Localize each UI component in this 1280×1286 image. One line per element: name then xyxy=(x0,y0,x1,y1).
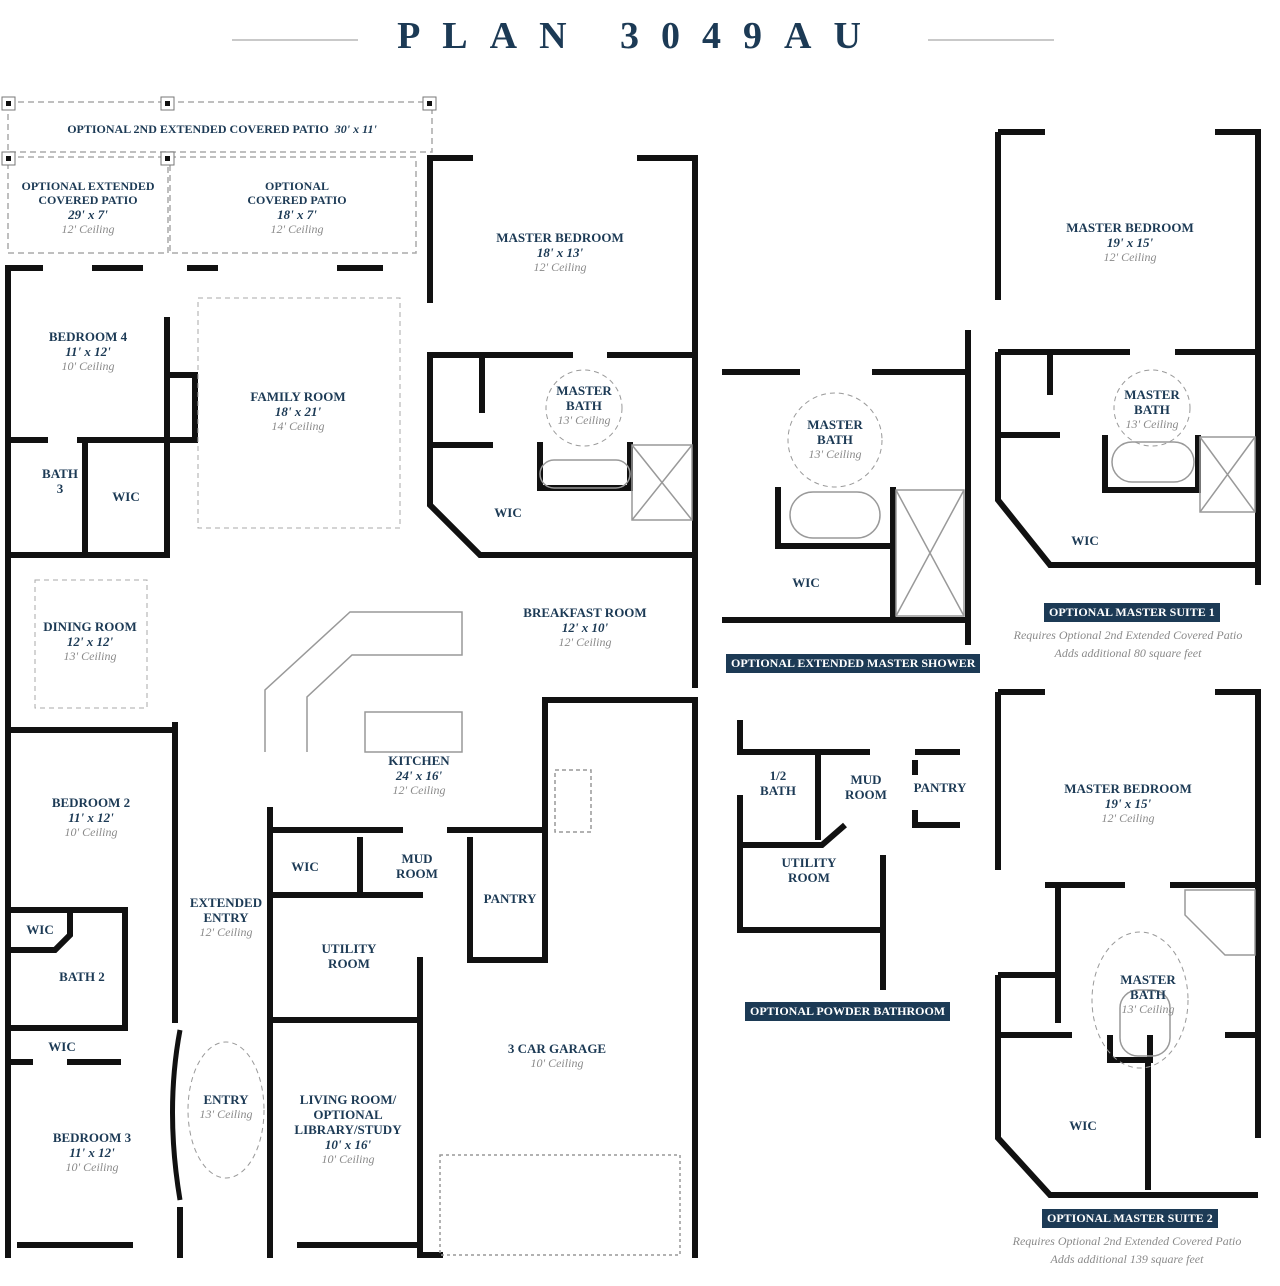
powder-pantry: PANTRY xyxy=(913,780,967,795)
powder-walls xyxy=(737,720,960,990)
title-rule-right xyxy=(928,39,1054,41)
suite1-wic: WIC xyxy=(1071,533,1099,548)
patio-outlines xyxy=(7,101,433,254)
room-master-wic: WIC xyxy=(494,505,522,520)
suite1-walls xyxy=(995,129,1261,585)
ext-shower-walls xyxy=(722,330,971,645)
room-entry-wic: WIC xyxy=(291,859,319,874)
room-pantry: PANTRY xyxy=(483,891,537,906)
title-rule-left xyxy=(232,39,358,41)
suite1-note: Requires Optional 2nd Extended Covered P… xyxy=(1013,628,1243,660)
patio-2nd-extended-label: OPTIONAL 2ND EXTENDED COVERED PATIO 30' … xyxy=(67,122,377,136)
main-walls xyxy=(5,155,698,1258)
option-tag-extended-shower: OPTIONAL EXTENDED MASTER SHOWER xyxy=(726,654,981,673)
suite2-wic: WIC xyxy=(1069,1118,1097,1133)
room-bath-2: BATH 2 xyxy=(59,969,105,984)
option-tag-suite-2: OPTIONAL MASTER SUITE 2 xyxy=(1042,1209,1218,1228)
room-bed2-wic: WIC xyxy=(26,922,54,937)
plan-title: PLAN 3049AU xyxy=(397,15,883,57)
option-tag-suite-1: OPTIONAL MASTER SUITE 1 xyxy=(1044,603,1220,622)
ext-shower-wic: WIC xyxy=(792,575,820,590)
room-bed4-wic: WIC xyxy=(112,489,140,504)
suite2-walls xyxy=(995,689,1261,1198)
entry-curve xyxy=(170,1029,183,1201)
room-bed3-wic: WIC xyxy=(48,1039,76,1054)
suite2-note: Requires Optional 2nd Extended Covered P… xyxy=(1012,1234,1242,1266)
option-tag-powder-bath: OPTIONAL POWDER BATHROOM xyxy=(745,1002,951,1021)
